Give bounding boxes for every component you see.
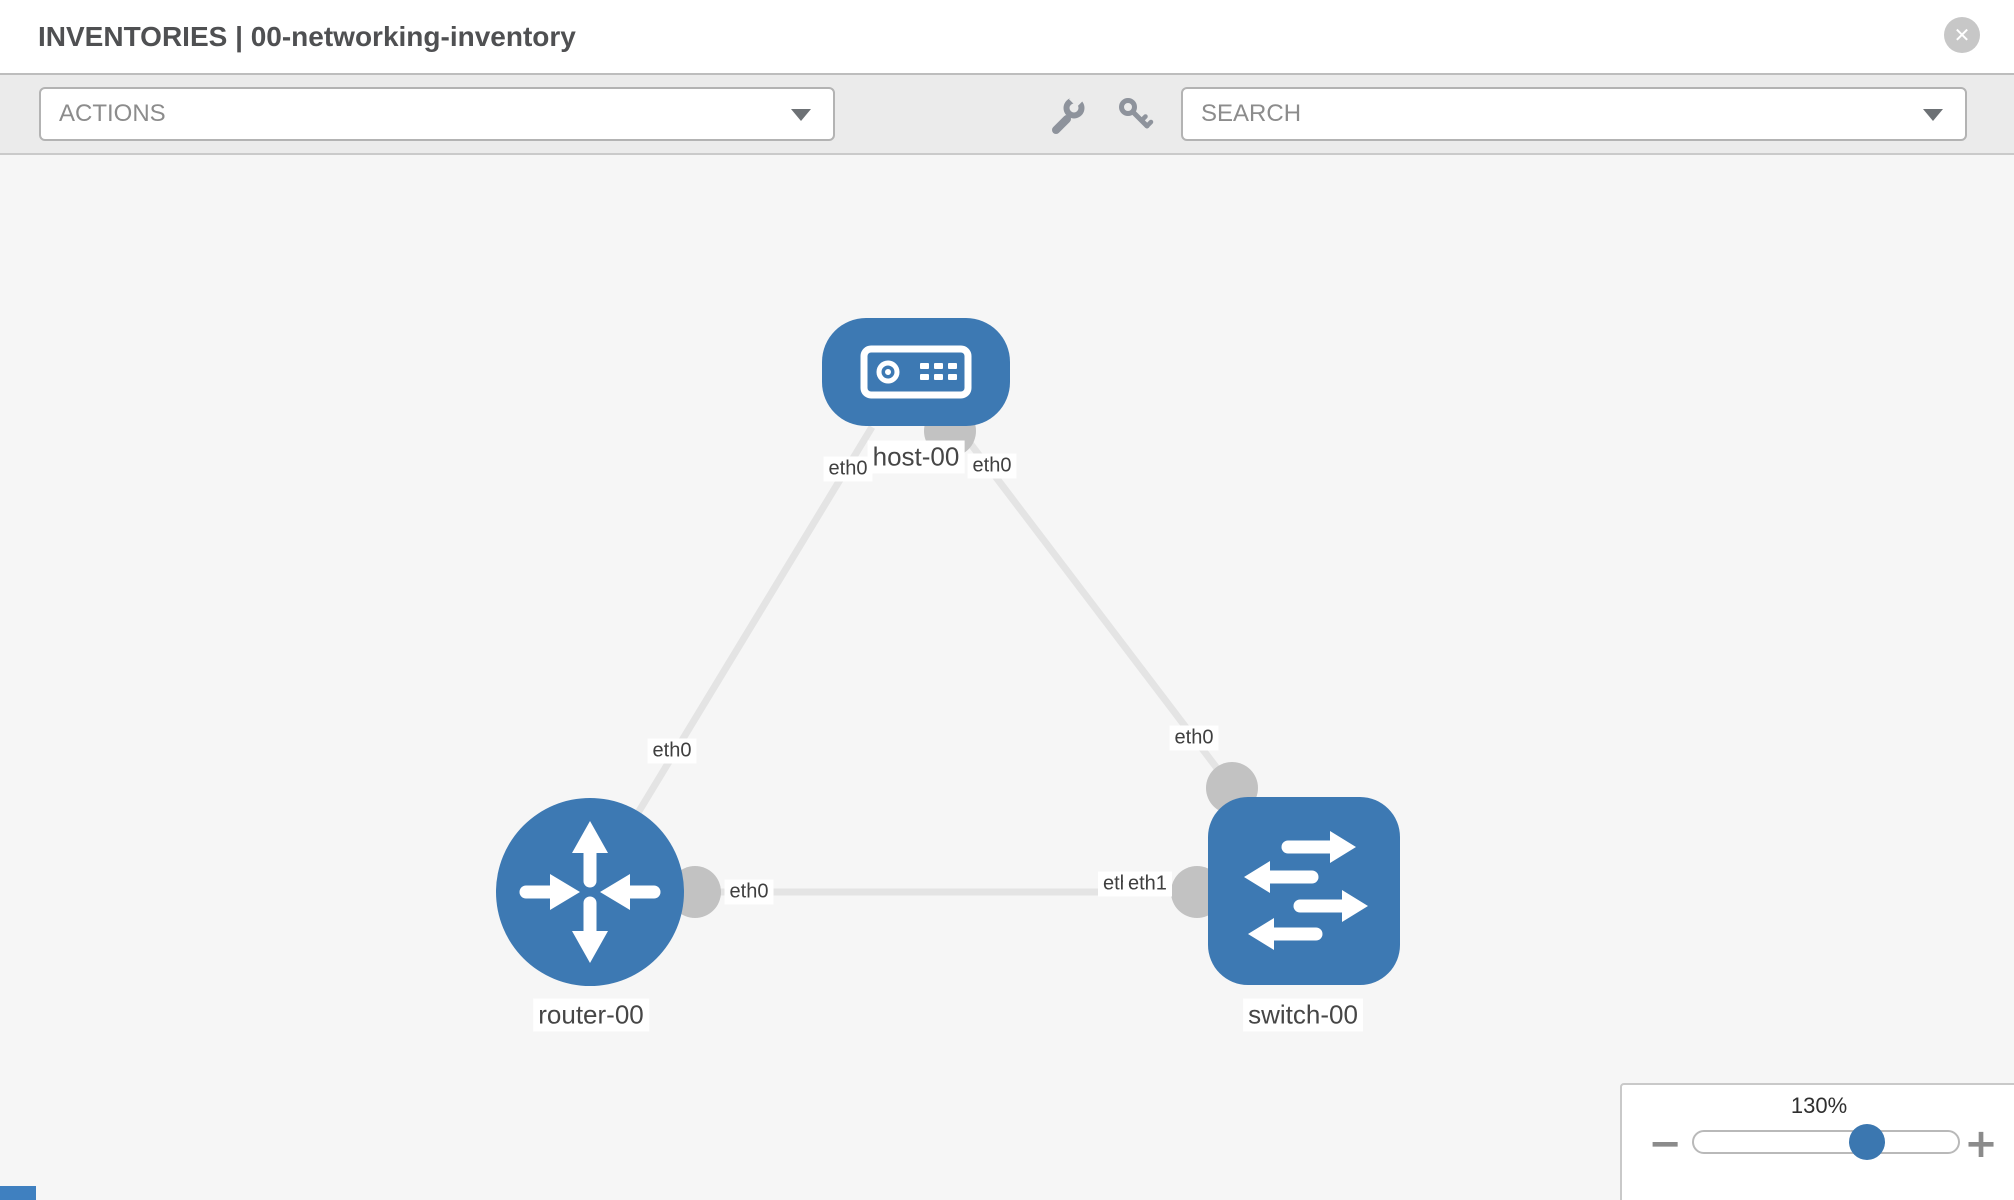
header-bar: INVENTORIES | 00-networking-inventory ✕ — [0, 0, 2014, 73]
zoom-in-button[interactable]: + — [1958, 1121, 2004, 1167]
page-title: INVENTORIES | 00-networking-inventory — [38, 21, 576, 52]
topology-svg — [496, 318, 1400, 986]
key-icon — [1119, 98, 1154, 129]
actions-dropdown-value: ACTIONS — [59, 100, 166, 127]
chevron-down-icon — [791, 109, 811, 121]
host-icon — [860, 345, 972, 399]
interface-label: eth0 — [1169, 725, 1219, 751]
interface-label: eth1 — [1123, 871, 1172, 897]
zoom-slider-track[interactable] — [1692, 1124, 1960, 1160]
interface-label: eth0 — [823, 456, 873, 482]
switch-node-shape[interactable] — [1208, 797, 1400, 985]
interface-label: eth0 — [724, 879, 774, 905]
close-icon: ✕ — [1953, 23, 1971, 47]
toolbar: ACTIONS SEARCH — [0, 73, 2014, 155]
router-icon — [519, 821, 661, 963]
zoom-panel: 130% − + — [1620, 1083, 2014, 1200]
node-router-00[interactable] — [496, 798, 684, 986]
host-node-shape[interactable] — [822, 318, 1010, 426]
node-label-router: router-00 — [533, 998, 649, 1032]
node-host-00[interactable] — [822, 318, 1010, 426]
node-switch-00[interactable] — [1208, 797, 1400, 985]
node-label-host: host-00 — [867, 440, 965, 474]
search-dropdown[interactable]: SEARCH — [1181, 87, 1967, 141]
zoom-level: 130% — [1790, 1093, 1848, 1118]
close-button[interactable]: ✕ — [1944, 17, 1980, 53]
clipped-ui-fragment — [0, 1186, 36, 1200]
router-node-shape[interactable] — [496, 798, 684, 986]
ports — [669, 405, 1258, 918]
chevron-down-icon — [1923, 109, 1943, 121]
interface-label: eth0 — [647, 738, 697, 764]
topology-canvas[interactable]: eth0 eth0 eth0 eth0 eth0 eth0 eth1 host-… — [0, 155, 2014, 1200]
key-button[interactable] — [1116, 96, 1156, 136]
zoom-slider-knob[interactable] — [1849, 1124, 1885, 1160]
interface-label: eth0 — [967, 453, 1017, 479]
switch-icon — [1244, 831, 1368, 950]
zoom-out-button[interactable]: − — [1642, 1121, 1688, 1167]
search-dropdown-value: SEARCH — [1201, 100, 1302, 127]
actions-dropdown[interactable]: ACTIONS — [39, 87, 835, 141]
node-label-switch: switch-00 — [1243, 998, 1363, 1032]
configure-button[interactable] — [1048, 96, 1088, 136]
wrench-icon — [1052, 96, 1086, 134]
